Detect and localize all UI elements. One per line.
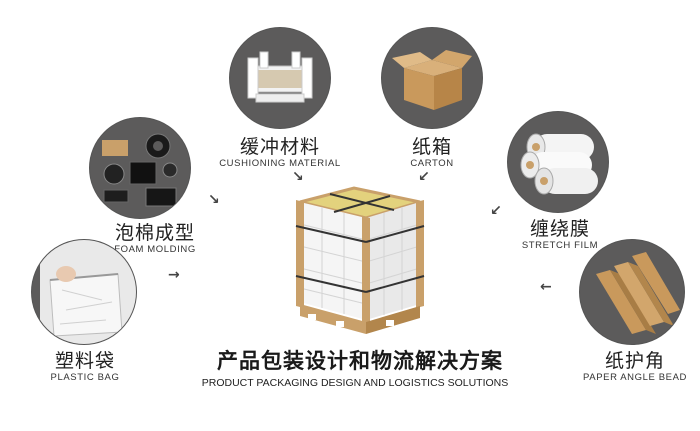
plastic-bag-cn: 塑料袋 — [54, 350, 115, 372]
paper-angle-bead-cn: 纸护角 — [604, 350, 665, 372]
plastic-bag-label: 塑料袋 PLASTIC BAG — [30, 350, 140, 384]
plastic-bag-icon — [40, 240, 136, 344]
solution-title-cn: 产品包装设计和物流解决方案 — [217, 349, 503, 373]
carton-image — [382, 28, 482, 128]
foam-molding-en: FOAM MOLDING — [114, 244, 196, 255]
paper-angle-bead-icon — [596, 252, 680, 334]
arrow-from-foam: ↘ — [208, 192, 220, 208]
carton-label: 纸箱 CARTON — [382, 136, 482, 170]
carton-en: CARTON — [410, 158, 454, 169]
cushioning-material-image — [230, 28, 330, 128]
arrow-from-paper-angle-bead: ← — [540, 279, 552, 295]
arrow-from-carton: ↙ — [418, 169, 430, 185]
paper-angle-bead-en: PAPER ANGLE BEAD — [583, 372, 687, 383]
wrapped-pallet-icon — [295, 186, 425, 334]
arrow-from-plastic-bag: → — [168, 267, 180, 283]
cushioning-material-label: 缓冲材料 CUSHIONING MATERIAL — [205, 136, 355, 170]
stretch-film-en: STRETCH FILM — [521, 240, 599, 251]
paper-angle-bead-label: 纸护角 PAPER ANGLE BEAD — [575, 350, 695, 384]
stretch-film-image — [508, 112, 608, 212]
solution-title-en: PRODUCT PACKAGING DESIGN AND LOGISTICS S… — [201, 377, 509, 389]
cushioning-cn: 缓冲材料 — [239, 136, 320, 158]
foam-molding-cn: 泡棉成型 — [114, 222, 195, 244]
paper-angle-bead-image — [580, 240, 684, 344]
carton-cn: 纸箱 — [411, 136, 452, 158]
foam-corner-protector-icon — [247, 51, 313, 103]
foam-pieces-icon — [102, 133, 178, 207]
foam-molding-label: 泡棉成型 FOAM MOLDING — [100, 222, 210, 256]
stretch-film-label: 缠绕膜 STRETCH FILM — [505, 218, 615, 252]
foam-molding-image — [90, 118, 190, 218]
plastic-bag-image — [32, 240, 136, 344]
carton-box-icon — [392, 50, 472, 110]
arrow-from-cushioning: ↘ — [292, 169, 304, 185]
stretch-film-cn: 缠绕膜 — [529, 218, 590, 240]
arrow-from-stretch-film: ↙ — [490, 203, 502, 219]
cushioning-en: CUSHIONING MATERIAL — [219, 158, 341, 169]
stretch-film-rolls-icon — [520, 133, 598, 195]
plastic-bag-en: PLASTIC BAG — [50, 372, 120, 383]
